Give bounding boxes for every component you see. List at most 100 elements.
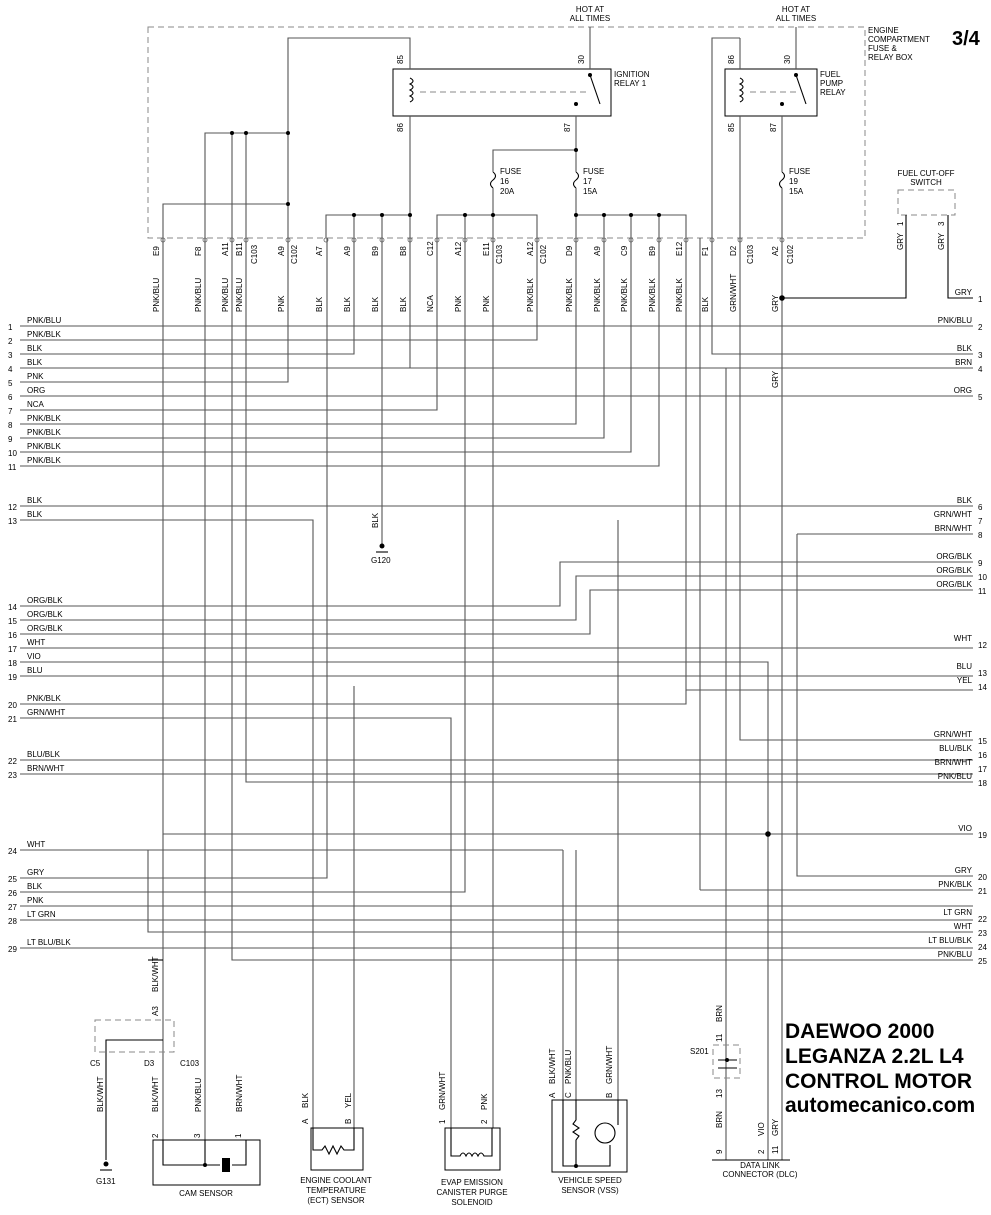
right-wire-color: ORG/BLK — [936, 566, 972, 575]
svg-text:DATA LINK: DATA LINK — [740, 1161, 780, 1170]
svg-text:86: 86 — [727, 55, 736, 64]
wire-junction — [765, 831, 771, 837]
terminal-wire-color: PNK/BLU — [221, 278, 230, 312]
terminal-pin: A12 — [454, 241, 463, 256]
harness-wiring — [20, 238, 973, 1160]
left-wire-number: 9 — [8, 435, 13, 444]
left-wire-color: BLK — [27, 496, 43, 505]
left-wire-number: 14 — [8, 603, 17, 612]
terminal-wire-color: PNK — [482, 295, 491, 312]
left-wire-number: 4 — [8, 365, 13, 374]
left-wire-color: PNK/BLK — [27, 442, 61, 451]
terminal-pin: B8 — [399, 246, 408, 256]
terminal-pin: B9 — [648, 246, 657, 256]
svg-text:BRN: BRN — [715, 1005, 724, 1022]
terminal-pin: A9 — [593, 246, 602, 256]
right-wire-number: 12 — [978, 641, 987, 650]
right-wire-number: 11 — [978, 587, 987, 596]
svg-text:SWITCH: SWITCH — [910, 178, 942, 187]
svg-text:C5: C5 — [90, 1059, 101, 1068]
right-wire-number: 17 — [978, 765, 987, 774]
hot-label-fuel-pump: HOT AT ALL TIMES — [776, 5, 816, 23]
terminal-wire-color: PNK/BLK — [565, 278, 574, 312]
terminal-wire-color: PNK/BLK — [526, 278, 535, 312]
left-wire-color: PNK/BLK — [27, 428, 61, 437]
fuse-19: FUSE 19 15A — [778, 167, 810, 196]
terminal-wire-color: PNK/BLK — [620, 278, 629, 312]
terminal-wire-color: NCA — [426, 294, 435, 312]
svg-text:CANISTER PURGE: CANISTER PURGE — [436, 1188, 507, 1197]
ground-g120: BLK G120 — [371, 512, 391, 565]
right-wire-number: 10 — [978, 573, 987, 582]
svg-text:VEHICLE SPEED: VEHICLE SPEED — [558, 1176, 622, 1185]
svg-text:BLK: BLK — [371, 512, 380, 528]
svg-text:BLK/WHT: BLK/WHT — [151, 1076, 160, 1112]
left-wire-color: GRN/WHT — [27, 708, 65, 717]
svg-text:2: 2 — [480, 1119, 489, 1124]
wire-segment — [20, 238, 289, 383]
svg-text:1: 1 — [896, 221, 905, 226]
title-line-2: LEGANZA 2.2L L4 — [785, 1045, 964, 1068]
terminal-pin: A2 — [771, 246, 780, 256]
left-wire-number: 25 — [8, 875, 17, 884]
terminal-pin: E12 — [675, 241, 684, 256]
left-wire-color: LT BLU/BLK — [27, 938, 71, 947]
left-wire-number: 29 — [8, 945, 17, 954]
right-wire-number: 14 — [978, 683, 987, 692]
right-wire-color: BRN/WHT — [935, 758, 972, 767]
wire-segment — [20, 238, 328, 879]
evap-purge-solenoid: 1 2 GRN/WHT PNK EVAP EMISSION CANISTER P… — [436, 1072, 507, 1207]
svg-text:PNK/BLU: PNK/BLU — [194, 1078, 203, 1112]
wire-segment — [711, 238, 973, 355]
wire-segment — [20, 690, 687, 705]
right-wire-number: 6 — [978, 503, 983, 512]
right-wire-color: PNK/BLK — [938, 880, 972, 889]
right-wire-number: 15 — [978, 737, 987, 746]
left-wire-number: 19 — [8, 673, 17, 682]
svg-text:15A: 15A — [583, 187, 598, 196]
left-wire-color: LT GRN — [27, 910, 56, 919]
left-wire-number: 11 — [8, 463, 17, 472]
left-wire-number: 16 — [8, 631, 17, 640]
left-wire-color: BLU/BLK — [27, 750, 61, 759]
terminal-wire-color: PNK/BLU — [194, 278, 203, 312]
terminal-pin: E9 — [152, 246, 161, 256]
wire-segment — [796, 534, 973, 877]
svg-text:16: 16 — [500, 177, 509, 186]
wire-segment — [20, 238, 538, 341]
terminal-pin: D9 — [565, 245, 574, 256]
right-wire-color: BLU — [956, 662, 972, 671]
terminal-pin: A7 — [315, 246, 324, 256]
svg-text:A3: A3 — [151, 1006, 160, 1016]
svg-text:85: 85 — [727, 123, 736, 132]
svg-text:1: 1 — [438, 1119, 447, 1124]
ect-sensor: A B BLK YEL ENGINE COOLANT TEMPERATURE (… — [300, 1092, 372, 1205]
svg-text:9: 9 — [715, 1149, 724, 1154]
left-wire-color: BLK — [27, 510, 43, 519]
svg-text:CAM SENSOR: CAM SENSOR — [179, 1189, 233, 1198]
wire-segment — [20, 589, 973, 635]
left-wire-color: PNK — [27, 896, 44, 905]
svg-text:17: 17 — [583, 177, 592, 186]
svg-text:IGNITION: IGNITION — [614, 70, 650, 79]
wire-segment — [20, 238, 632, 453]
right-wire-color: ORG — [954, 386, 972, 395]
svg-text:C102: C102 — [786, 244, 795, 264]
right-wire-number: 19 — [978, 831, 987, 840]
terminal-wire-color: GRN/WHT — [729, 274, 738, 312]
left-wire-number: 1 — [8, 323, 13, 332]
svg-text:D3: D3 — [144, 1059, 155, 1068]
right-wire-color: ORG/BLK — [936, 580, 972, 589]
left-wire-color: ORG/BLK — [27, 610, 63, 619]
right-wire-color: YEL — [957, 676, 973, 685]
svg-text:PNK/BLU: PNK/BLU — [564, 1050, 573, 1084]
svg-text:GRN/WHT: GRN/WHT — [605, 1046, 614, 1084]
right-wire-color: LT BLU/BLK — [928, 936, 972, 945]
title-line-1: DAEWOO 2000 — [785, 1020, 934, 1043]
wire-segment — [20, 238, 355, 355]
svg-text:G120: G120 — [371, 556, 391, 565]
svg-text:30: 30 — [577, 55, 586, 64]
fuse-17: FUSE 17 15A — [572, 167, 604, 196]
right-wire-labels: 1GRY2PNK/BLU3BLK4BRN5ORG6BLK7GRN/WHT8BRN… — [928, 288, 987, 966]
svg-text:ALL TIMES: ALL TIMES — [570, 14, 610, 23]
